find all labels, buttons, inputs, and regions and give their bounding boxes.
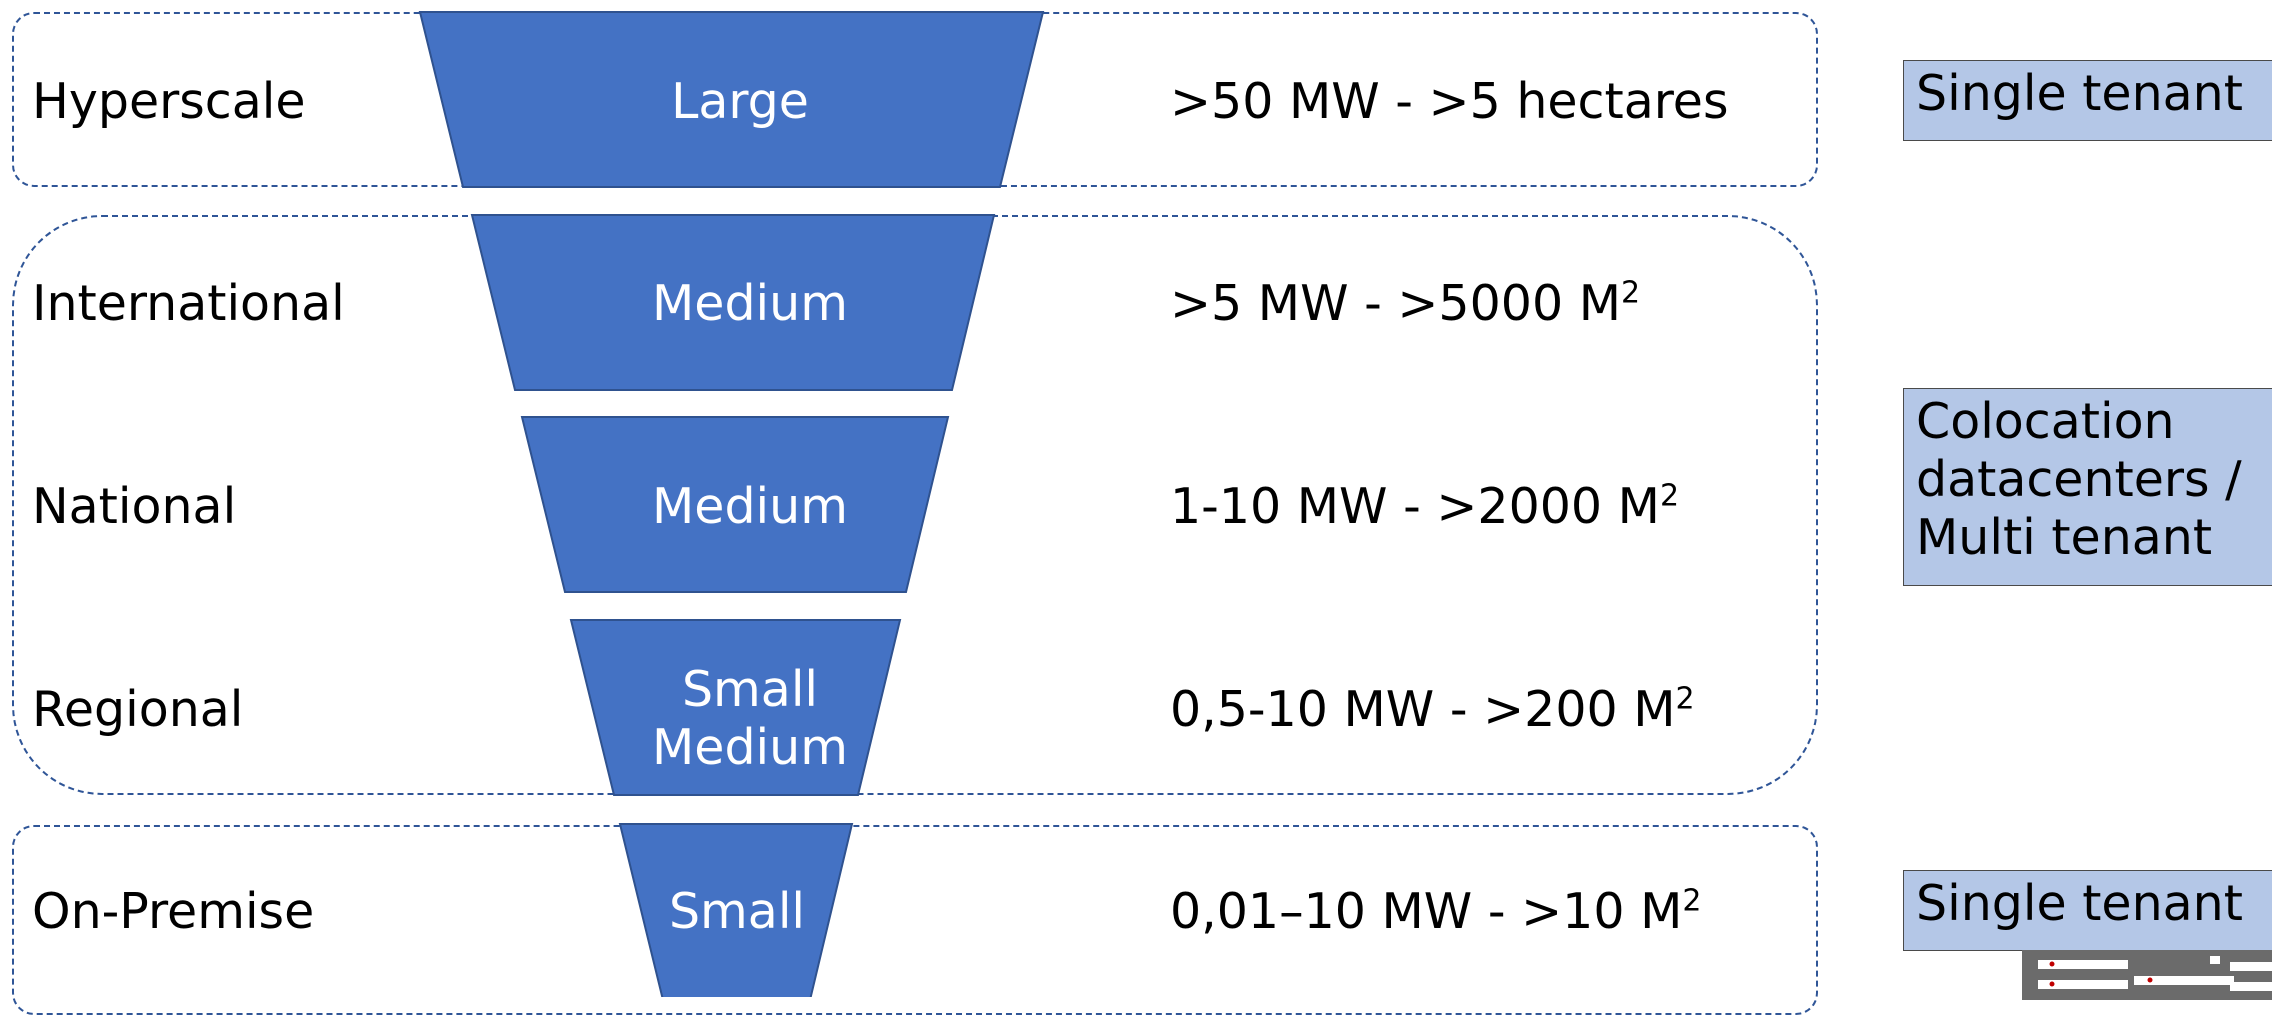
superscript: 2 bbox=[1620, 275, 1641, 311]
superscript: 2 bbox=[1675, 681, 1695, 717]
server-rack-graphic bbox=[2038, 956, 2272, 991]
level-name-regional: Regional bbox=[32, 681, 244, 738]
spec-regional: 0,5-10 MW - >200 M2 bbox=[1170, 680, 1695, 740]
funnel-segment-small bbox=[618, 823, 854, 997]
level-name-national: National bbox=[32, 478, 237, 535]
spec-hyperscale: >50 MW - >5 hectares bbox=[1170, 72, 1728, 132]
tenancy-middle-line-3: Multi tenant bbox=[1916, 509, 2213, 566]
spec-national: 1-10 MW - >2000 M2 bbox=[1170, 477, 1679, 537]
tenancy-box-bottom: Single tenant bbox=[1903, 870, 2272, 951]
size-label-small: Small bbox=[668, 883, 806, 940]
tenancy-box-top: Single tenant bbox=[1903, 60, 2272, 141]
size-label-medium-national: Medium bbox=[652, 478, 848, 535]
spec-international: >5 MW - >5000 M2 bbox=[1170, 274, 1640, 334]
spec-on-premise: 0,01–10 MW - >10 M2 bbox=[1170, 882, 1701, 942]
funnel-segment-small-medium bbox=[569, 619, 902, 796]
level-name-hyperscale: Hyperscale bbox=[32, 73, 306, 130]
superscript: 2 bbox=[1659, 478, 1680, 514]
tenancy-middle-line-2: datacenters / bbox=[1916, 451, 2242, 508]
size-label-small-line: Small bbox=[681, 661, 819, 718]
size-label-medium-international: Medium bbox=[652, 275, 848, 332]
superscript: 2 bbox=[1682, 883, 1702, 919]
size-label-large: Large bbox=[671, 73, 809, 130]
tenancy-middle-line-1: Colocation bbox=[1916, 393, 2175, 450]
spec-text: >50 MW - >5 hectares bbox=[1170, 73, 1729, 130]
funnel-segment-large bbox=[418, 11, 1045, 188]
server-rack-icon bbox=[2022, 950, 2272, 1000]
funnel-segment-medium-national bbox=[520, 416, 950, 593]
spec-text: 0,5-10 MW - >200 M bbox=[1170, 681, 1676, 738]
level-name-on-premise: On-Premise bbox=[32, 883, 315, 940]
spec-text: 0,01–10 MW - >10 M bbox=[1170, 883, 1683, 940]
level-name-international: International bbox=[32, 275, 345, 332]
spec-text: >5 MW - >5000 M bbox=[1170, 275, 1621, 332]
spec-text: 1-10 MW - >2000 M bbox=[1170, 478, 1660, 535]
tenancy-box-middle: Colocation datacenters / Multi tenant bbox=[1903, 388, 2272, 586]
size-label-medium-line: Medium bbox=[652, 719, 848, 776]
funnel-segment-medium-international bbox=[470, 214, 996, 391]
